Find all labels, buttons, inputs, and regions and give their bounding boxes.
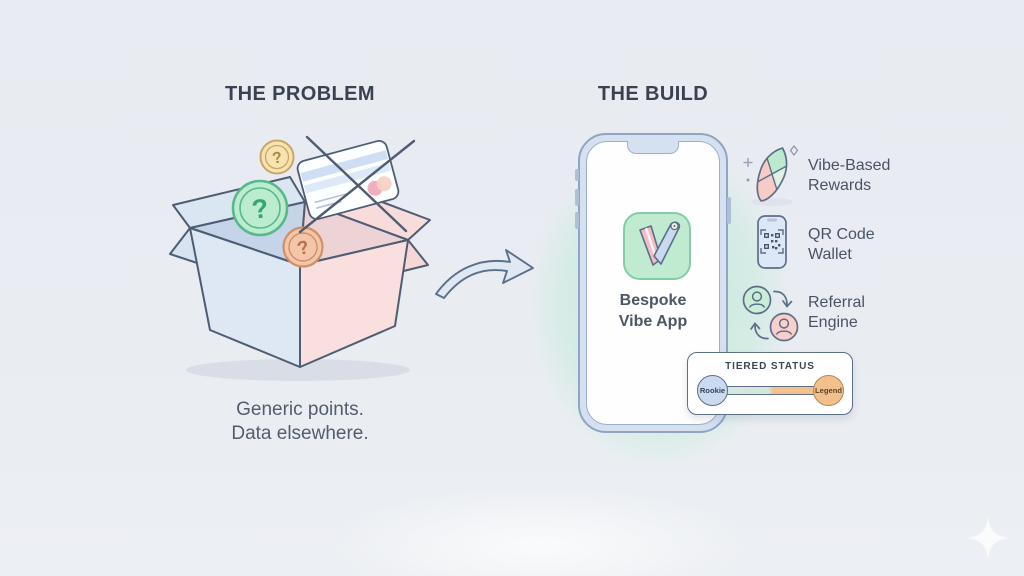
tier-node-legend: Legend: [813, 375, 844, 406]
referral-user-pink: [769, 312, 799, 342]
problem-title: THE PROBLEM: [225, 83, 375, 105]
sparkle-diamond-icon: [789, 144, 799, 157]
phone-notch: [627, 141, 679, 154]
tier-rookie-label: Rookie: [699, 386, 726, 395]
vibe-app-icon: [623, 212, 691, 280]
problem-caption: Generic points. Data elsewhere.: [170, 398, 430, 446]
cross-out-x: [298, 135, 416, 234]
phone-side-button: [575, 189, 579, 206]
phone-side-button: [575, 212, 579, 229]
feature-label-rewards: Vibe-Based Rewards: [808, 156, 938, 195]
app-name: Bespoke Vibe App: [587, 290, 719, 332]
sparkle-star-icon: [967, 517, 1009, 559]
referral-user-green: [742, 285, 772, 315]
referral-arrows: [750, 290, 793, 340]
tiered-status-card: TIERED STATUS Rookie Legend: [687, 352, 853, 415]
open-box-illustration: ? ? ?: [169, 135, 431, 381]
box-shadow: [186, 359, 410, 381]
vibe-logo-v-icon: [639, 221, 681, 266]
tier-legend-label: Legend: [814, 386, 842, 395]
feature-referral-line-1: Referral: [808, 294, 865, 311]
surfboard-icon: [743, 143, 799, 206]
peach-question-coin: ?: [282, 226, 324, 268]
feature-rewards-line-1: Vibe-Based: [808, 157, 891, 174]
box-face-right: [299, 239, 409, 368]
phone-side-button: [575, 169, 579, 181]
feature-referral-line-2: Engine: [808, 313, 858, 331]
problem-caption-line-2: Data elsewhere.: [231, 423, 369, 444]
tier-node-rookie: Rookie: [697, 375, 728, 406]
sparkle-plus-icon: [743, 158, 753, 167]
sparkle-dot-icon: [746, 178, 750, 182]
feature-label-referral: Referral Engine: [808, 293, 938, 332]
svg-text:?: ?: [295, 237, 311, 260]
feature-wallet-line-2: Wallet: [808, 245, 852, 263]
svg-text:?: ?: [271, 149, 284, 167]
qr-wallet-icon: [757, 215, 787, 269]
qr-code-pattern: [764, 233, 781, 250]
referral-engine-icon: [742, 285, 799, 342]
phone-side-button: [727, 197, 731, 224]
crossed-credit-card: [296, 140, 400, 220]
green-question-coin: ?: [231, 179, 289, 237]
build-title: THE BUILD: [597, 83, 709, 105]
transition-arrow-icon: [435, 249, 534, 299]
feature-label-wallet: QR Code Wallet: [808, 225, 938, 264]
tiered-status-progress-bar: [713, 386, 829, 395]
tiered-status-title: TIERED STATUS: [725, 361, 815, 372]
feature-rewards-line-2: Rewards: [808, 176, 872, 194]
app-name-line-1: Bespoke: [619, 292, 687, 309]
svg-text:?: ?: [250, 193, 271, 225]
qr-viewfinder-brackets: [760, 229, 784, 254]
gold-question-coin: ?: [259, 139, 295, 175]
problem-caption-line-1: Generic points.: [236, 399, 364, 420]
app-name-line-2: Vibe App: [618, 313, 688, 330]
feature-wallet-line-1: QR Code: [808, 226, 875, 243]
